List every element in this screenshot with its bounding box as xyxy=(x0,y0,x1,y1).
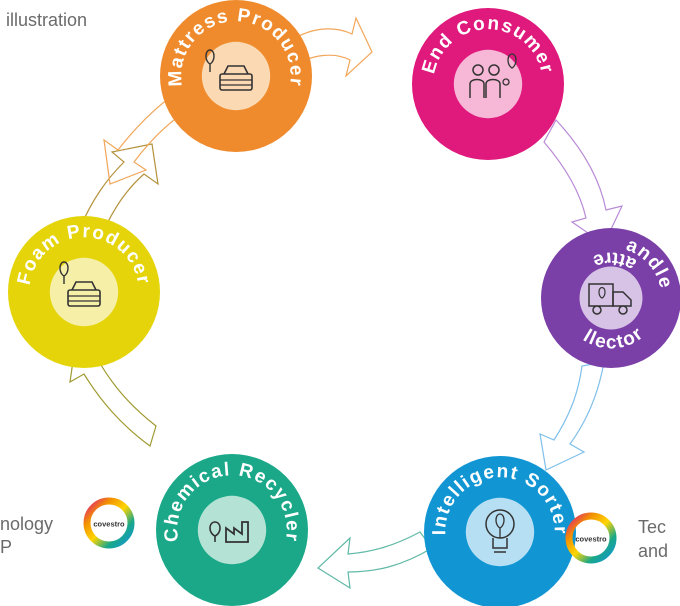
node-end-consumer: End Consumer xyxy=(412,8,564,160)
logo-text-right: covestro xyxy=(575,535,607,544)
covestro-logo-left: covestro xyxy=(83,497,135,549)
caption-fragment-bottom-left-2: P xyxy=(0,537,13,557)
caption-fragment-top: illustration xyxy=(6,10,88,30)
node-center xyxy=(201,41,271,111)
node-center xyxy=(49,257,119,327)
arrow-foam-to-mattress-outline xyxy=(103,95,183,185)
node-intelligent-sorter: Intelligent Sorter xyxy=(424,456,576,606)
node-chemical-recycler: Chemical Recycler xyxy=(156,454,308,606)
arrow-mattress-to-consumer xyxy=(285,16,373,78)
arrow-consumer-to-collector xyxy=(543,118,624,245)
arrow-sorter-to-recycler xyxy=(317,531,433,590)
arrow-collector-to-sorter xyxy=(539,361,605,471)
node-mattress-producer: Mattress Producer xyxy=(160,0,312,152)
node-center xyxy=(197,495,267,565)
logo-text-left: covestro xyxy=(93,520,125,529)
foam-icon xyxy=(59,261,101,307)
mattress-icon xyxy=(205,49,253,91)
caption-fragment-bottom-right: Tec xyxy=(638,517,667,537)
truck-icon xyxy=(588,283,632,315)
factory-icon xyxy=(209,521,249,543)
family-icon xyxy=(469,53,517,98)
lightbulb-icon xyxy=(485,509,515,553)
covestro-logo-right: covestro xyxy=(565,512,617,564)
caption-fragment-bottom-left: nology xyxy=(0,514,54,534)
caption-fragment-bottom-right-2: and xyxy=(638,541,669,561)
arrow-foam-to-mattress xyxy=(79,143,159,235)
node-center xyxy=(453,49,523,119)
node-foam-producer: Foam Producer xyxy=(8,216,160,368)
